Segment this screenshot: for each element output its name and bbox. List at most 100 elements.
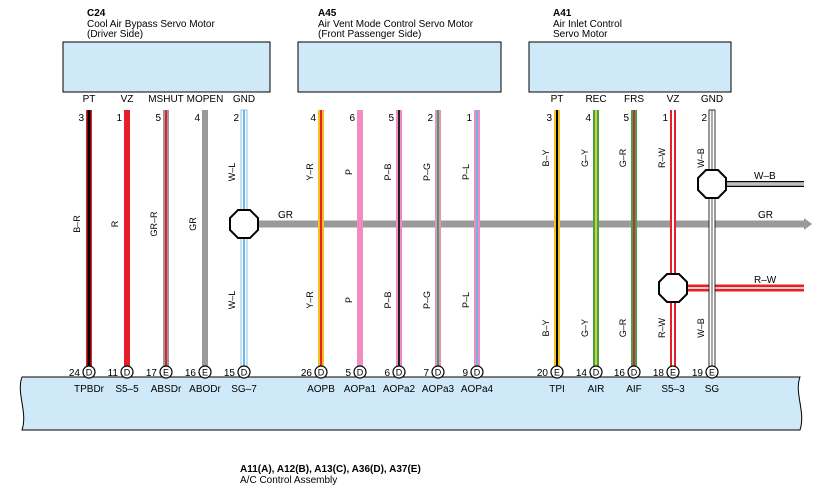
ac-signal-name: AOPa2 — [383, 384, 416, 395]
ac-signal-name: AOPB — [307, 384, 335, 395]
a41-pin-label: VZ — [667, 94, 680, 105]
ac-pin: D 24 TPBDr — [69, 365, 105, 395]
c24-name-2: (Driver Side) — [87, 29, 143, 40]
c24-pin-label: VZ — [121, 94, 134, 105]
c24-pin-label: PT — [83, 94, 96, 105]
connector-letter: D — [474, 368, 481, 378]
connector-letter: D — [593, 368, 600, 378]
pin-number: 5 — [623, 113, 629, 124]
ac-pin-number: 17 — [146, 368, 158, 379]
connector-letter: D — [124, 368, 131, 378]
ac-signal-name: TPI — [549, 384, 565, 395]
wire-a45-3 — [396, 110, 402, 367]
splice-gr — [229, 209, 259, 239]
pin-number: 4 — [585, 113, 591, 124]
pin-number: 5 — [388, 113, 394, 124]
connector-letter: E — [709, 368, 715, 378]
connector-letter: D — [318, 368, 325, 378]
a45-code: A45 — [318, 8, 337, 19]
wire-label: Y–R — [305, 163, 315, 181]
gr-branch-line — [254, 218, 812, 230]
pin-number: 6 — [349, 113, 355, 124]
ac-pin-number: 9 — [462, 368, 468, 379]
gr-mid-label: GR — [278, 210, 293, 221]
ac-signal-name: SG–7 — [231, 384, 257, 395]
connector-letter: E — [163, 368, 169, 378]
connector-letter: D — [631, 368, 638, 378]
ac-signal-name: TPBDr — [74, 384, 105, 395]
gr-branch-label: GR — [758, 210, 773, 221]
wire-label: G–Y — [580, 149, 590, 167]
ac-pin: E 19 SG — [692, 365, 719, 395]
connector-letter: D — [86, 368, 93, 378]
ac-pin-number: 7 — [423, 368, 429, 379]
connector-letter: D — [396, 368, 403, 378]
wire-label: GR — [188, 217, 198, 231]
ac-signal-name: AOPa4 — [461, 384, 494, 395]
pin-number: 1 — [466, 113, 472, 124]
ac-pin-number: 24 — [69, 368, 81, 379]
ac-pin: D 16 AIF — [614, 365, 642, 395]
pin-number: 1 — [116, 113, 122, 124]
splice-rw — [658, 273, 688, 303]
ac-pin: D 9 AOPa4 — [461, 365, 494, 395]
ac-pin: D 6 AOPa2 — [383, 365, 416, 395]
ac-signal-name: AIR — [588, 384, 605, 395]
wire-a41-pt — [554, 110, 560, 367]
wire-c24-pt — [86, 110, 92, 367]
wire-a41-gnd — [708, 109, 716, 368]
ac-pin: D 7 AOPa3 — [422, 365, 455, 395]
pin-number: 1 — [662, 113, 668, 124]
wire-label: P–B — [383, 291, 393, 308]
wire-label: W–L — [227, 291, 237, 310]
wire-label: R–W — [657, 147, 667, 168]
ac-control-assembly-box — [19, 376, 803, 431]
a41-name: Air Inlet Control — [553, 19, 622, 30]
a41-pin-label: FRS — [624, 94, 644, 105]
wire-a41-vz — [670, 110, 676, 367]
connector-letter: D — [357, 368, 364, 378]
ac-pin-number: 26 — [301, 368, 313, 379]
pin-number: 3 — [78, 113, 84, 124]
connector-letter: D — [435, 368, 442, 378]
wire-a45-1 — [318, 110, 324, 367]
rw-branch-label: R–W — [754, 275, 777, 286]
c24-name: Cool Air Bypass Servo Motor — [87, 19, 215, 30]
ac-pin: D 14 AIR — [576, 365, 605, 395]
ac-signal-name: AOPa1 — [344, 384, 377, 395]
a41-pin-label: PT — [551, 94, 564, 105]
a45-motor-box — [297, 41, 502, 93]
a45-name-2: (Front Passenger Side) — [318, 29, 421, 40]
wire-a45-2 — [357, 110, 363, 367]
ac-pin-number: 18 — [653, 368, 665, 379]
a41-name-2: Servo Motor — [553, 29, 608, 40]
ac-pin: E 18 S5–3 — [653, 365, 685, 395]
ac-assembly-name: A/C Control Assembly — [240, 475, 337, 486]
wire-label: B–Y — [541, 319, 551, 336]
c24-pin-label: MSHUT — [148, 94, 184, 105]
wire-a41-rec — [593, 110, 599, 367]
wire-label: GR–R — [149, 211, 159, 237]
ac-signal-name: S5–5 — [115, 384, 139, 395]
wire-label: W–L — [227, 163, 237, 182]
wire-label: Y–R — [305, 291, 315, 309]
wire-label: P — [344, 297, 354, 303]
wire-c24-vz — [124, 110, 130, 367]
connector-letter: E — [202, 368, 208, 378]
ac-pin-number: 6 — [384, 368, 390, 379]
ac-signal-name: S5–3 — [661, 384, 685, 395]
ac-connectors-label: A11(A), A12(B), A13(C), A36(D), A37(E) — [240, 464, 421, 475]
wire-label: P–B — [383, 163, 393, 180]
wire-label: W–B — [696, 148, 706, 168]
pin-number: 5 — [155, 113, 161, 124]
a41-pin-label: GND — [701, 94, 723, 105]
ac-pin: E 17 ABSDr — [146, 365, 182, 395]
a41-code: A41 — [553, 8, 572, 19]
pin-number: 4 — [310, 113, 316, 124]
c24-code: C24 — [87, 8, 106, 19]
a41-pin-label: REC — [585, 94, 606, 105]
ac-pin: D 26 AOPB — [301, 365, 335, 395]
wire-label: P — [344, 169, 354, 175]
wire-label: P–G — [422, 163, 432, 181]
